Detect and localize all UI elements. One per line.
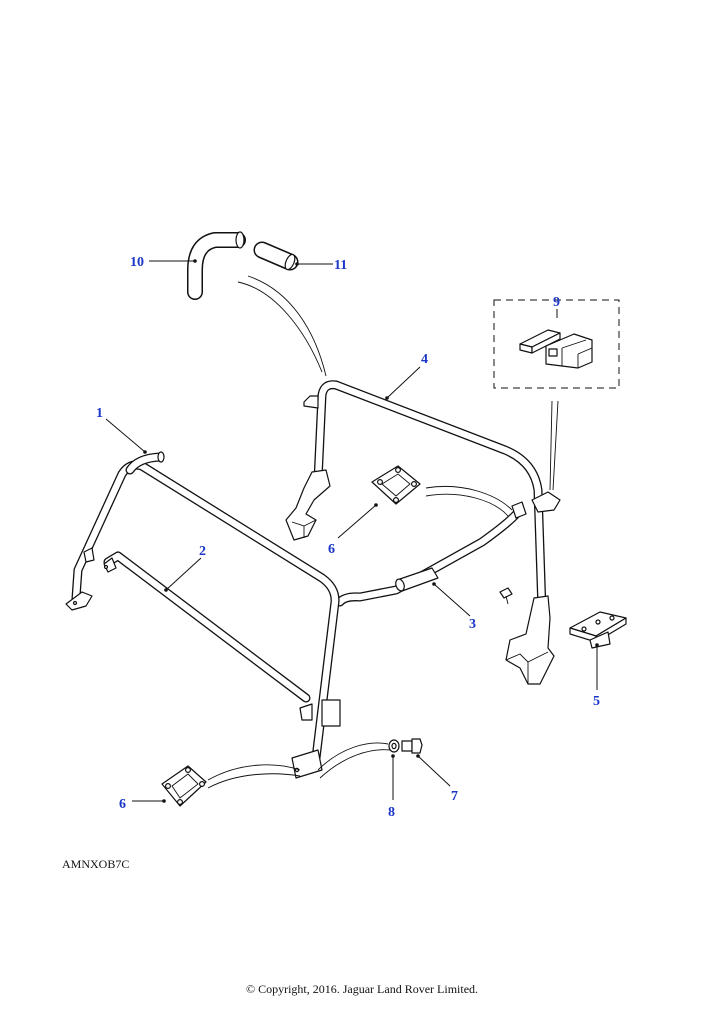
callout-6-upper: 6	[328, 542, 335, 557]
callout-9: 9	[553, 295, 560, 310]
part-3-crossbar	[335, 501, 527, 607]
hose-link-arcs	[237, 275, 327, 377]
callout-11: 11	[334, 258, 347, 273]
part-1-front-hoop-frame	[65, 451, 341, 779]
lower-pad-link-arcs	[207, 764, 301, 789]
bracket-kit-link-lines	[549, 400, 559, 491]
callout-7: 7	[451, 789, 458, 804]
part-6-mounting-pad-upper	[371, 465, 421, 505]
part-4-rear-hoop-frame	[285, 380, 561, 685]
callout-8: 8	[388, 805, 395, 820]
copyright-notice: © Copyright, 2016. Jaguar Land Rover Lim…	[245, 982, 479, 996]
fixing-screw	[499, 587, 513, 605]
leader-lines	[105, 259, 599, 803]
callout-1: 1	[96, 406, 103, 421]
upper-pad-link-arcs	[425, 485, 513, 517]
part-11-straight-hose	[253, 241, 299, 271]
part-2-diagonal-stay	[103, 551, 311, 703]
part-7-bolt	[401, 738, 423, 754]
callout-6-lower: 6	[119, 797, 126, 812]
callout-3: 3	[469, 617, 476, 632]
part-8-washer	[388, 739, 400, 753]
fastener-link-arcs	[317, 742, 391, 779]
part-9-bracket-kit	[493, 299, 620, 389]
part-6-mounting-pad-lower	[161, 765, 207, 807]
callout-5: 5	[593, 694, 600, 709]
part-10-curved-hose	[187, 231, 246, 300]
callout-2: 2	[199, 544, 206, 559]
diagram-reference-code: AMNXOB7C	[62, 857, 130, 871]
part-5-mounting-block	[569, 611, 627, 649]
callout-4: 4	[421, 352, 428, 367]
callout-10: 10	[130, 255, 144, 270]
